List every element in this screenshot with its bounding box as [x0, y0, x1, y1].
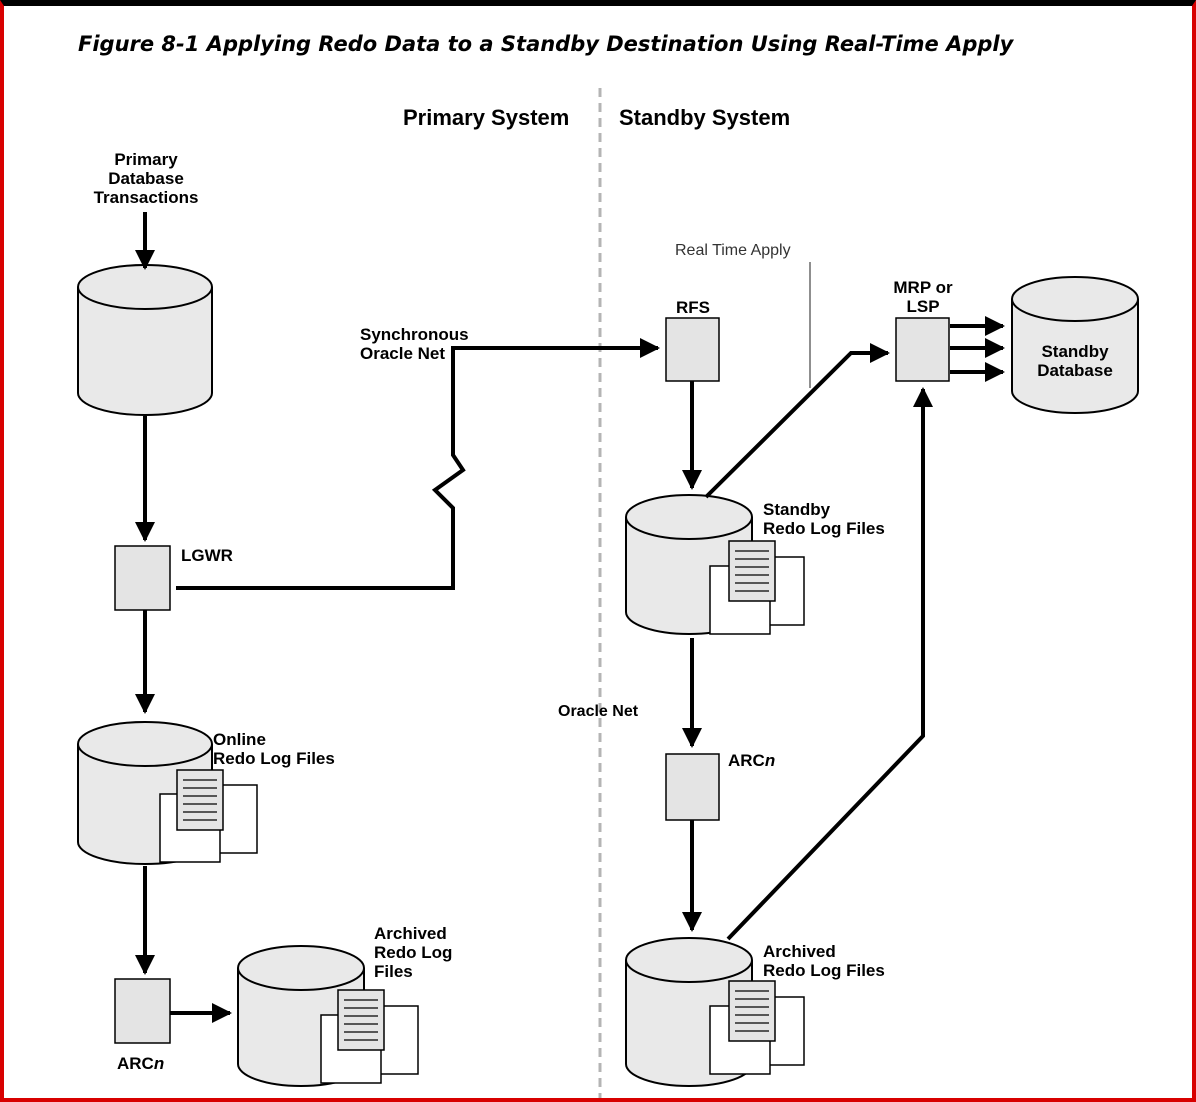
archived-redo-label-primary: Archived Redo Log Files — [374, 924, 452, 981]
archived-redo-primary-line-2: Redo Log — [374, 943, 453, 962]
standby-database — [1011, 276, 1139, 414]
figure-title: Figure 8-1 Applying Redo Data to a Stand… — [78, 32, 1014, 56]
arrow-archived-to-mrp — [726, 387, 933, 941]
standby-db-line-1: Standby — [1041, 342, 1109, 361]
online-redo-label: Online Redo Log Files — [213, 730, 335, 768]
standby-redo-line-2: Redo Log Files — [763, 519, 885, 538]
online-redo-line-1: Online — [213, 730, 266, 749]
standby-database-label: Standby Database — [1012, 342, 1138, 380]
arcn-standby-suffix: n — [764, 751, 776, 770]
rfs-process-box — [665, 317, 720, 382]
primary-transactions-line-1: Primary — [114, 150, 178, 169]
standby-redo-document-icon — [709, 540, 805, 635]
arcn-process-box-primary — [114, 978, 171, 1044]
arrow-synchronous-oracle-net — [176, 338, 660, 590]
archived-redo-document-icon-primary — [320, 989, 419, 1084]
primary-system-heading: Primary System — [403, 105, 570, 130]
mrp-lsp-label: MRP or LSP — [876, 278, 970, 316]
standby-system-heading: Standby System — [619, 105, 791, 130]
lgwr-label: LGWR — [181, 546, 233, 565]
archived-redo-standby-line-1: Archived — [763, 942, 836, 961]
archived-redo-primary-line-3: Files — [374, 962, 413, 981]
primary-transactions-line-2: Database — [108, 169, 184, 188]
online-redo-document-icon — [159, 769, 258, 863]
arrow-real-time-apply — [704, 343, 890, 499]
rfs-label: RFS — [676, 298, 710, 317]
synchronous-line-1: Synchronous — [360, 325, 469, 344]
real-time-apply-label: Real Time Apply — [675, 242, 791, 259]
standby-redo-line-1: Standby — [763, 500, 831, 519]
archived-redo-label-standby: Archived Redo Log Files — [763, 942, 885, 980]
archived-redo-standby-line-2: Redo Log Files — [763, 961, 885, 980]
mrp-process-box — [895, 317, 950, 382]
arcn-label-standby: ARCn — [728, 751, 775, 770]
arcn-primary-suffix: n — [153, 1054, 165, 1073]
arcn-process-box-standby — [665, 753, 720, 821]
archived-redo-primary-line-1: Archived — [374, 924, 447, 943]
arcn-standby-text: ARC — [728, 751, 765, 770]
standby-redo-label: Standby Redo Log Files — [763, 500, 885, 538]
mrp-line-2: LSP — [906, 297, 940, 316]
primary-database — [77, 264, 213, 416]
synchronous-line-2: Oracle Net — [360, 344, 446, 363]
lgwr-process-box — [114, 545, 171, 611]
standby-db-line-2: Database — [1037, 361, 1113, 380]
primary-transactions-line-3: Transactions — [93, 188, 199, 207]
online-redo-line-2: Redo Log Files — [213, 749, 335, 768]
oracle-net-label: Oracle Net — [558, 703, 639, 720]
primary-transactions-label: Primary Database Transactions — [78, 150, 214, 207]
arcn-label-primary: ARCn — [117, 1054, 164, 1073]
synchronous-oracle-net-label: Synchronous Oracle Net — [360, 325, 469, 363]
arcn-primary-text: ARC — [117, 1054, 154, 1073]
mrp-line-1: MRP or — [893, 278, 953, 297]
archived-redo-document-icon-standby — [709, 980, 805, 1075]
